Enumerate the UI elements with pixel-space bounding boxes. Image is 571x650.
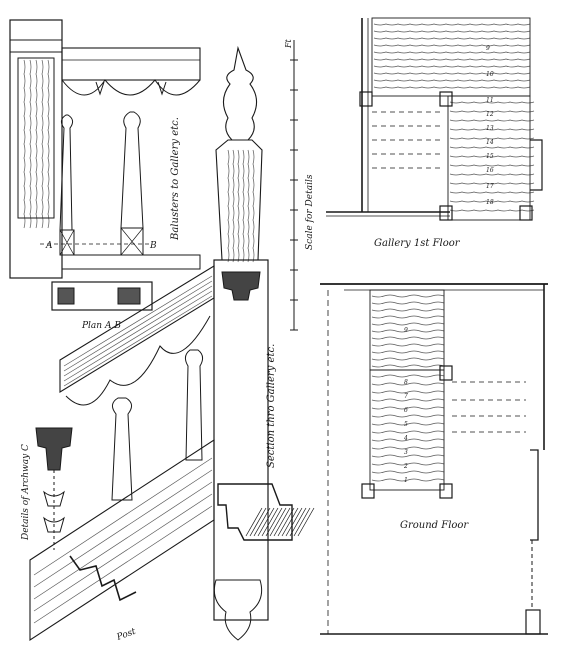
gallery-step-number: 13 bbox=[486, 125, 494, 132]
ground-step-number: 4 bbox=[403, 435, 408, 442]
ground-floor-title: Ground Floor bbox=[400, 520, 469, 531]
gallery-step-number: 17 bbox=[486, 183, 494, 190]
ground-step-number: 9 bbox=[404, 327, 408, 334]
ground-step-number: 7 bbox=[404, 393, 408, 400]
ground-step-number: 5 bbox=[404, 421, 408, 428]
sloping-stair: Post bbox=[29, 265, 215, 643]
plan-ab: Plan A.B bbox=[51, 281, 153, 331]
gallery-step-number: 14 bbox=[486, 139, 494, 146]
scale-label: Scale for Details bbox=[305, 174, 315, 250]
section-title: Section thro Gallery etc. bbox=[266, 344, 277, 468]
balusters-title: Balusters to Gallery etc. bbox=[170, 117, 181, 241]
newel-post bbox=[213, 45, 315, 641]
gallery-floor-title: Gallery 1st Floor bbox=[374, 238, 461, 249]
gallery-floor-plan: 9 10 11 12 13 14 15 16 17 18 Gallery 1st Floor bbox=[326, 17, 543, 249]
gallery-step-number: 11 bbox=[486, 97, 494, 104]
point-a-label: A bbox=[45, 241, 53, 251]
gallery-step-number: 18 bbox=[486, 199, 494, 206]
gallery-step-number: 9 bbox=[486, 45, 490, 52]
ground-step-number: 8 bbox=[404, 379, 408, 386]
ground-step-number: 3 bbox=[404, 449, 408, 456]
balusters-elevation: A B Balusters to Gallery etc. bbox=[9, 19, 201, 279]
point-b-label: B bbox=[149, 241, 157, 251]
gallery-step-number: 15 bbox=[486, 153, 494, 160]
gallery-step-number: 12 bbox=[486, 111, 494, 118]
scale-bar: Ft Scale for Details bbox=[284, 38, 315, 331]
gallery-step-number: 10 bbox=[486, 71, 494, 78]
plan-ab-label: Plan A.B bbox=[81, 321, 121, 331]
ground-step-number: 2 bbox=[403, 463, 408, 470]
gallery-step-number: 16 bbox=[486, 167, 494, 174]
archway-detail: Details of Archway C bbox=[21, 427, 73, 550]
scale-ft-label: Ft bbox=[284, 38, 293, 49]
ground-step-number: 6 bbox=[404, 407, 408, 414]
ground-floor-plan: 9 8 7 6 5 4 3 2 1 Ground Floor bbox=[320, 283, 548, 635]
ground-step-number: 1 bbox=[404, 477, 408, 484]
post-label: Post bbox=[115, 627, 138, 643]
archway-label: Details of Archway C bbox=[21, 444, 31, 541]
baluster-2 bbox=[120, 111, 144, 256]
